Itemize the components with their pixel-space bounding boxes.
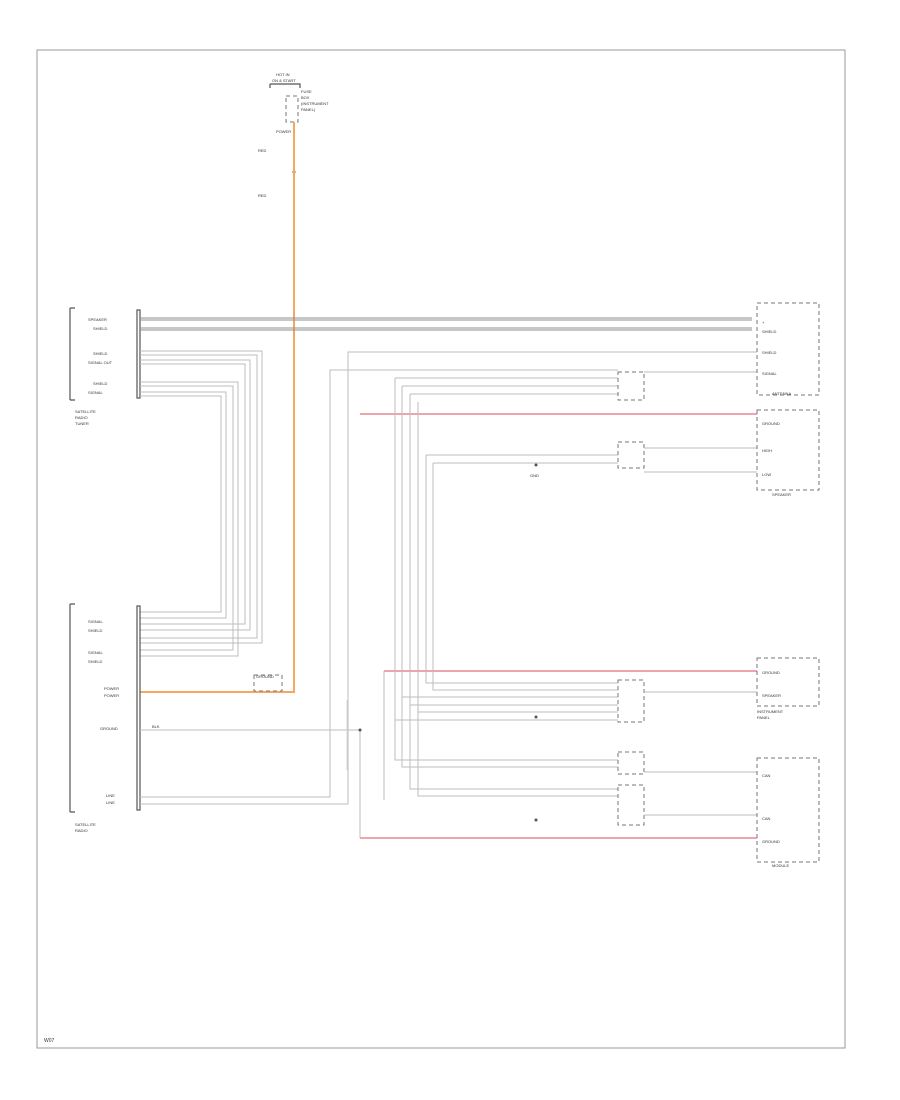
tuner-pin-label: SHIELD xyxy=(93,326,108,331)
tuner-pin-label: SIGNAL OUT xyxy=(88,360,113,365)
panel-amplifier-component: GROUND SPEAKER INSTRUMENT PANEL xyxy=(756,657,820,720)
tuner-pin-label: SHIELD xyxy=(93,351,108,356)
top-connector-label: ON & START xyxy=(272,78,296,83)
page-frame xyxy=(36,49,846,1049)
distribution-bus xyxy=(394,377,618,797)
module-name: MODULE xyxy=(772,863,789,868)
speaker-pin-label: GROUND xyxy=(762,421,780,426)
tuner-name: TUNER xyxy=(75,421,89,426)
ground-wire-label: BLK xyxy=(152,724,160,729)
radio-pin-label: POWER xyxy=(104,693,119,698)
speaker-pin-label: HIGH xyxy=(762,448,772,453)
module-pin-label: CAN xyxy=(762,773,771,778)
top-connector-label: POWER xyxy=(276,129,291,134)
radio-pin-label: GROUND xyxy=(100,726,118,731)
power-wire-label: RED xyxy=(258,148,267,153)
radio-pin-label: LINE xyxy=(106,800,115,805)
radio-name: SATELLITE xyxy=(75,822,96,827)
speaker-name: SPEAKER xyxy=(772,492,791,497)
radio-ground: BLK GROUND xyxy=(140,674,360,731)
tuner-name: SATELLITE xyxy=(75,409,96,414)
power-wire xyxy=(140,122,295,693)
gnd-label: GND xyxy=(530,473,539,478)
fuse-box xyxy=(285,95,299,123)
ground-symbols: GND xyxy=(530,463,539,822)
red-ground-wires xyxy=(358,413,757,839)
splice-dot xyxy=(358,728,362,732)
top-connector-label: (INSTRUMENT xyxy=(301,101,329,106)
top-power-connector: HOT IN ON & START FUSE BOX (INSTRUMENT P… xyxy=(258,72,329,198)
top-connector-label: BOX xyxy=(301,95,310,100)
top-connector-label: HOT IN xyxy=(276,72,290,77)
antenna-name: ANTENNA xyxy=(772,391,791,396)
amplifier-pin-label: SPEAKER xyxy=(762,693,781,698)
antenna-pin-label: SIGNAL xyxy=(762,371,777,376)
module-pin-label: CAN xyxy=(762,816,771,821)
tuner-pin-label: SIGNAL xyxy=(88,390,103,395)
antenna-component: + SHIELD SHIELD SIGNAL ANTENNA xyxy=(756,302,820,396)
top-connector-label: FUSE xyxy=(301,89,312,94)
radio-name: RADIO xyxy=(75,828,88,833)
tuner-component: SPEAKER SHIELD SHIELD SIGNAL OUT SHIELD … xyxy=(69,307,141,426)
module-component: CAN CAN GROUND MODULE xyxy=(756,757,820,868)
speaker-component: GROUND HIGH LOW SPEAKER xyxy=(756,409,820,497)
tuner-pin-label: SPEAKER xyxy=(88,317,107,322)
ground-label: GROUND xyxy=(256,674,274,679)
output-wires xyxy=(644,371,757,816)
page-code: W07 xyxy=(44,1038,55,1044)
top-connector-label: PANEL) xyxy=(301,107,316,112)
radio-pin-label: LINE xyxy=(106,793,115,798)
amplifier-name: PANEL xyxy=(757,715,771,720)
ground-box xyxy=(253,674,283,692)
radio-pin-label: SIGNAL xyxy=(88,650,103,655)
tuner-pin-label: SHIELD xyxy=(93,381,108,386)
can-wires xyxy=(140,351,757,805)
amplifier-name: INSTRUMENT xyxy=(757,709,784,714)
speaker-pin-label: LOW xyxy=(762,472,771,477)
module-pin-label: GROUND xyxy=(762,839,780,844)
radio-pin-label: SHIELD xyxy=(88,659,103,664)
antenna-pin-label: + xyxy=(762,320,765,325)
radio-pin-label: SIGNAL xyxy=(88,619,103,624)
splice-boxes xyxy=(617,371,645,826)
radio-component: SIGNAL SHIELD SIGNAL SHIELD POWER POWER … xyxy=(69,603,141,833)
antenna-pin-label: SHIELD xyxy=(762,329,777,334)
shield-cable-bundle xyxy=(140,350,263,657)
antenna-pin-label: SHIELD xyxy=(762,350,777,355)
radio-pin-label: SHIELD xyxy=(88,628,103,633)
amplifier-pin-label: GROUND xyxy=(762,670,780,675)
tuner-name: RADIO xyxy=(75,415,88,420)
radio-pin-label: POWER xyxy=(104,686,119,691)
power-wire-label: RED xyxy=(258,193,267,198)
antenna-wires xyxy=(140,317,752,331)
